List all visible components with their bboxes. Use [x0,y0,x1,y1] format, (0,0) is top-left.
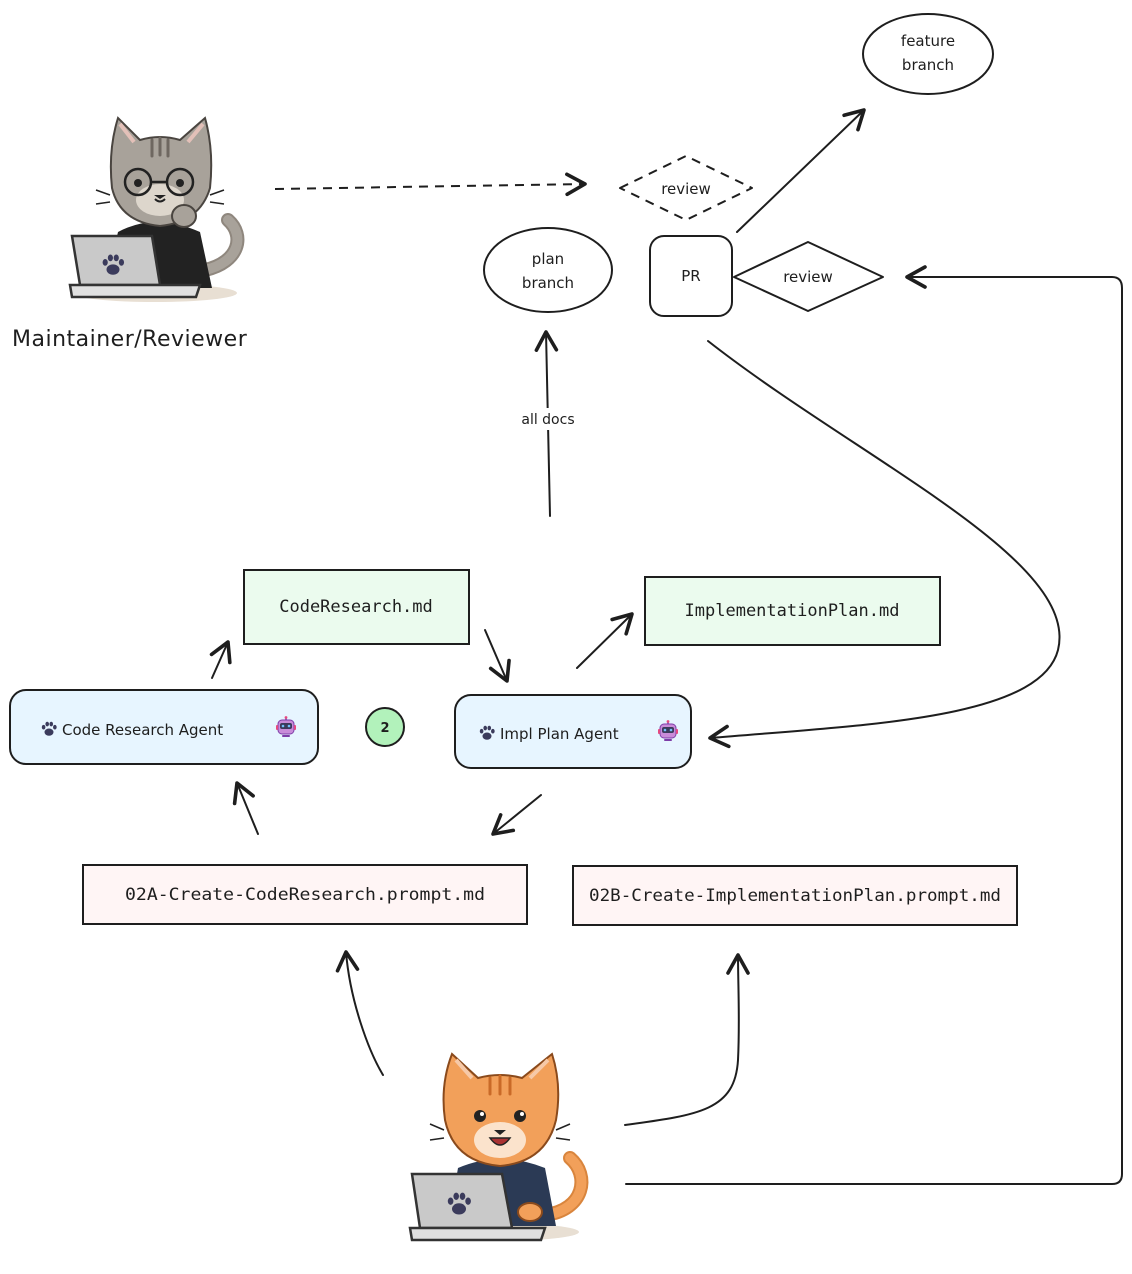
review-right-node: review [733,241,884,312]
edge-code-research-to-impl-agent [484,629,511,683]
plan-branch-node: plan branch [483,227,613,313]
review-top-node: review [619,155,753,221]
edge-impl-agent-to-plan-doc [576,612,634,669]
edge-developer-to-prompt-02a [335,950,384,1076]
code-research-agent-label: Code Research Agent [62,721,223,739]
step-badge-label: 2 [380,721,389,736]
prompt-02a-file: 02A-Create-CodeResearch.prompt.md [82,864,528,925]
feature-branch-line1: feature [901,32,955,50]
edge-maintainer-to-review [274,172,587,197]
plan-branch-line2: branch [522,274,574,292]
developer-cat-avatar-icon [408,1052,589,1242]
edge-pr-to-feature-branch [736,108,866,233]
maintainer-cat-avatar-icon [68,116,245,302]
edge-impl-agent-to-prompt-02a [491,794,542,836]
edge-prompt-02a-to-agent [232,781,259,835]
code-research-doc-label: CodeResearch.md [279,597,433,617]
maintainer-label: Maintainer/Reviewer [12,327,248,352]
pr-node: PR [649,235,733,317]
prompt-02b-label: 02B-Create-ImplementationPlan.prompt.md [589,886,1001,906]
plan-branch-line1: plan [532,250,564,268]
impl-plan-agent: Impl Plan Agent [454,694,692,769]
edge-agent-to-code-research-doc [209,640,232,679]
code-research-agent: Code Research Agent [9,689,319,765]
edge-developer-to-prompt-02b [624,953,750,1126]
implementation-plan-doc: ImplementationPlan.md [644,576,941,646]
feature-branch-node: feature branch [862,13,994,95]
review-top-label: review [661,180,711,198]
prompt-02a-label: 02A-Create-CodeResearch.prompt.md [125,885,485,905]
pr-label: PR [681,267,700,285]
edge-all-docs-label: all docs [521,412,574,428]
feature-branch-line2: branch [902,56,954,74]
implementation-plan-doc-label: ImplementationPlan.md [685,601,900,621]
review-right-label: review [783,268,833,286]
prompt-02b-file: 02B-Create-ImplementationPlan.prompt.md [572,865,1018,926]
impl-plan-agent-label: Impl Plan Agent [500,725,619,743]
step-badge: 2 [365,707,405,747]
edge-pr-to-impl-plan-agent [707,340,1061,749]
code-research-doc: CodeResearch.md [243,569,470,645]
edge-developer-to-review [625,265,1123,1185]
